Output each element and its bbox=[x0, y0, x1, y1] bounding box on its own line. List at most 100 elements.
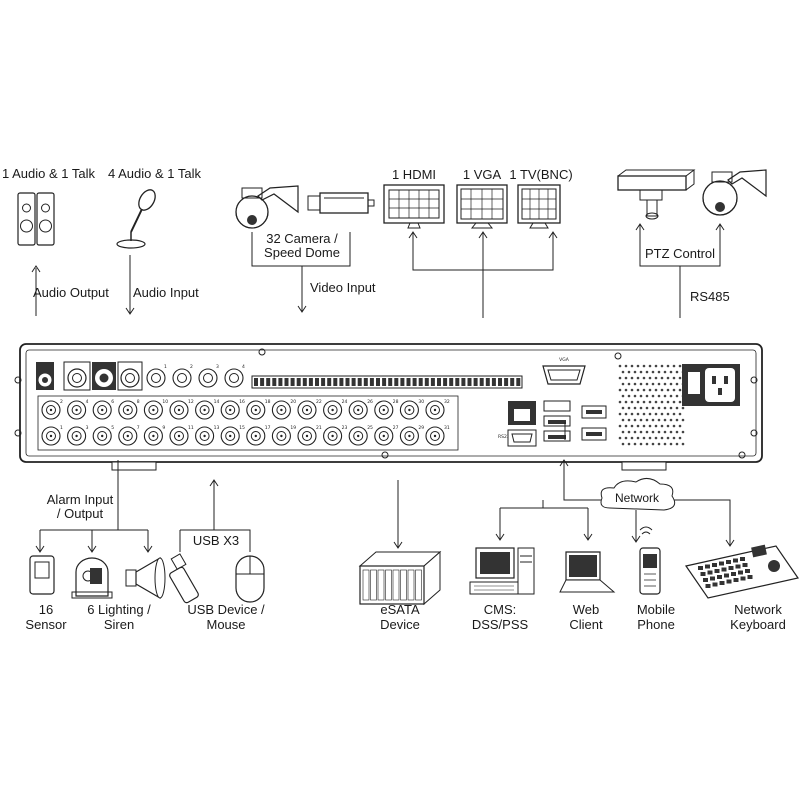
bnc-number: 29 bbox=[418, 425, 424, 431]
vent-hole bbox=[681, 442, 685, 446]
laptop-icon bbox=[559, 551, 616, 593]
vent-hole bbox=[678, 424, 682, 428]
terminal-pin bbox=[412, 378, 417, 386]
vent-hole bbox=[651, 382, 655, 386]
vent-hole bbox=[624, 400, 628, 404]
audio-output-label: Audio Output bbox=[33, 285, 109, 300]
vent-hole bbox=[669, 394, 673, 398]
drive-bay bbox=[362, 569, 370, 601]
bnc-number: 28 bbox=[393, 399, 399, 405]
camera-label-line1: 32 Camera / bbox=[266, 231, 338, 246]
vent-hole bbox=[627, 406, 631, 410]
video-in-bnc: 32 bbox=[425, 399, 450, 420]
vent-hole bbox=[630, 436, 634, 440]
terminal-pin bbox=[315, 378, 319, 386]
keyboard-key bbox=[705, 564, 710, 569]
network-port: RS232 bbox=[498, 401, 537, 447]
audio-in-number: 2 bbox=[190, 364, 193, 370]
terminal-pin bbox=[461, 378, 466, 386]
vent-hole bbox=[648, 400, 652, 404]
vent-hole bbox=[639, 394, 643, 398]
vent-hole bbox=[636, 364, 640, 368]
vent-hole bbox=[624, 424, 628, 428]
network-cloud-icon bbox=[600, 478, 676, 511]
keyboard-key bbox=[740, 576, 746, 581]
terminal-pin bbox=[498, 378, 502, 386]
terminal-pin bbox=[510, 378, 515, 386]
vent-hole bbox=[642, 388, 646, 392]
bnc-number: 32 bbox=[444, 399, 450, 405]
vent-hole bbox=[660, 412, 664, 416]
vent-hole bbox=[627, 370, 631, 374]
terminal-pin bbox=[308, 378, 313, 386]
vent-hole bbox=[636, 436, 640, 440]
vent-hole bbox=[633, 406, 637, 410]
vent-hole bbox=[654, 364, 658, 368]
terminal-pin bbox=[400, 378, 405, 386]
vent-hole bbox=[621, 406, 625, 410]
vga-label: 1 VGA bbox=[462, 167, 502, 182]
vent-hole bbox=[654, 376, 658, 380]
video-in-bnc: 19 bbox=[271, 425, 296, 446]
keyboard-key bbox=[712, 582, 718, 587]
terminal-pin bbox=[357, 378, 362, 386]
siren-light-icon bbox=[71, 557, 113, 599]
terminal-pin bbox=[394, 378, 399, 386]
vent-hole bbox=[642, 400, 646, 404]
bnc-number: 6 bbox=[111, 399, 114, 405]
cms-pc-icon bbox=[469, 547, 535, 595]
bnc-number: 4 bbox=[86, 399, 89, 405]
video-in-bnc: 7 bbox=[118, 425, 140, 446]
vent-hole bbox=[642, 436, 646, 440]
terminal-pin bbox=[296, 378, 301, 386]
vent-hole bbox=[663, 394, 667, 398]
network-keyboard-icon bbox=[685, 544, 799, 599]
terminal-pin bbox=[327, 378, 332, 386]
terminal-pin bbox=[278, 378, 283, 386]
vent-hole bbox=[618, 412, 622, 416]
vent-hole bbox=[657, 394, 661, 398]
vent-hole bbox=[636, 400, 640, 404]
vent-hole bbox=[633, 394, 637, 398]
video-in-bnc: 9 bbox=[143, 425, 165, 446]
video-in-bnc: 22 bbox=[297, 399, 322, 420]
terminal-pin bbox=[491, 378, 496, 386]
keyboard-label-line1: Network bbox=[734, 602, 782, 617]
keyboard-key bbox=[747, 575, 753, 579]
vent-hole bbox=[672, 412, 676, 416]
vent-hole bbox=[657, 370, 661, 374]
alarm-terminal-block bbox=[251, 375, 523, 389]
vent-hole bbox=[663, 370, 667, 374]
terminal-pin bbox=[302, 378, 307, 386]
vent-hole bbox=[630, 412, 634, 416]
vent-hole bbox=[633, 370, 637, 374]
video-in-bnc: 11 bbox=[169, 425, 194, 446]
usb-device-label-line2: Mouse bbox=[206, 617, 246, 632]
vent-hole bbox=[633, 430, 637, 434]
terminal-pin bbox=[485, 378, 490, 386]
vent-hole bbox=[648, 412, 652, 416]
vent-hole bbox=[672, 388, 676, 392]
terminal-pin bbox=[321, 378, 326, 386]
vent-hole bbox=[660, 400, 664, 404]
cms-label-line2: DSS/PSS bbox=[471, 617, 529, 632]
bnc-number: 25 bbox=[367, 425, 373, 431]
esata-device-icon bbox=[358, 550, 442, 606]
vent-hole bbox=[624, 376, 628, 380]
vent-hole bbox=[636, 388, 640, 392]
bnc-number: 27 bbox=[393, 425, 399, 431]
keyboard-key bbox=[705, 584, 711, 588]
terminal-pin bbox=[479, 378, 484, 386]
vent-hole bbox=[630, 376, 634, 380]
terminal-pin bbox=[284, 378, 289, 386]
vent-hole bbox=[645, 382, 649, 386]
terminal-pin bbox=[449, 378, 454, 386]
audio-in-number: 3 bbox=[216, 364, 219, 370]
vent-hole bbox=[669, 430, 673, 434]
bnc-number: 11 bbox=[188, 425, 194, 431]
vent-hole bbox=[672, 400, 676, 404]
vent-hole bbox=[660, 364, 664, 368]
esata-label-line2: Device bbox=[380, 617, 420, 632]
keyboard-key bbox=[698, 566, 703, 570]
vent-hole bbox=[648, 376, 652, 380]
